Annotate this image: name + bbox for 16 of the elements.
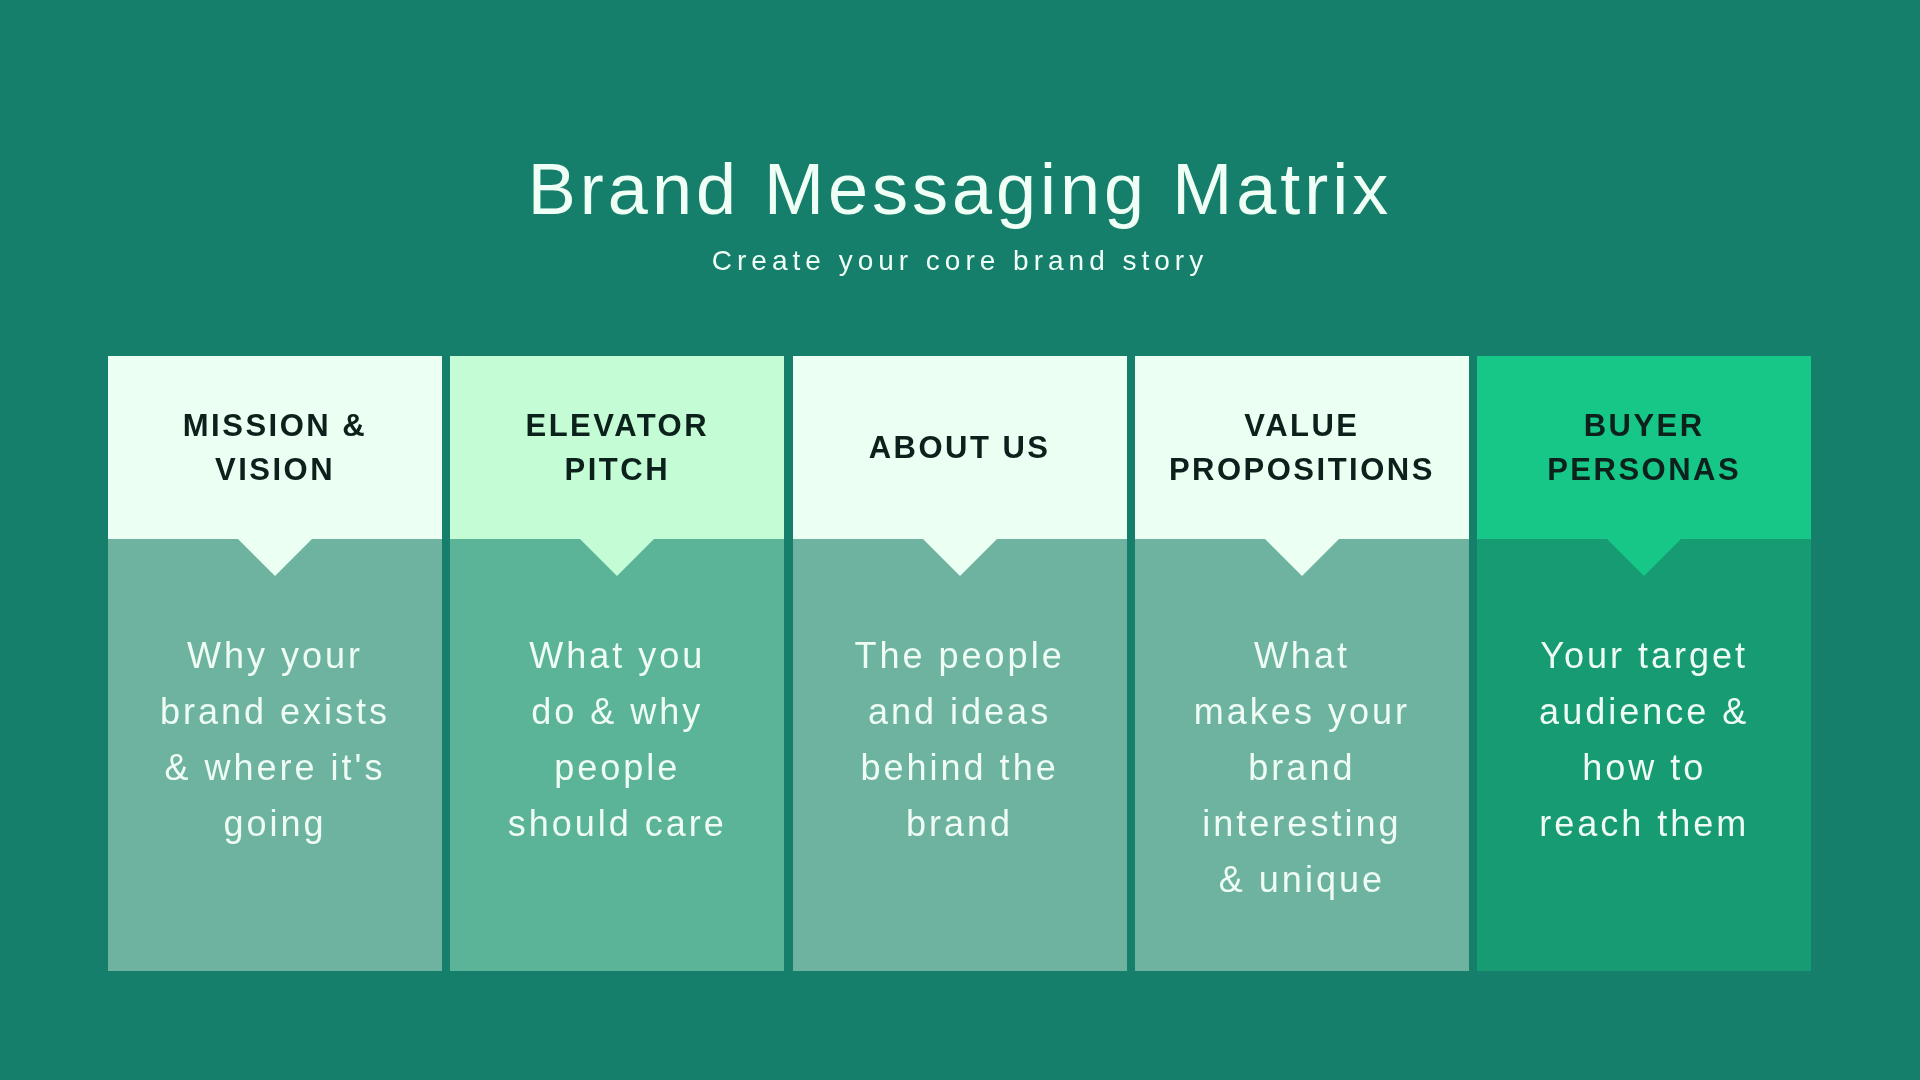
column-description: The people and ideas behind the brand (853, 634, 1066, 846)
column-description: What you do & why people should care (506, 634, 728, 846)
column-heading: ELEVATOR PITCH (524, 406, 711, 489)
matrix-column (792, 356, 1127, 971)
column-description: Why your brand exists & where it's going (158, 634, 392, 846)
matrix-column (450, 356, 785, 971)
matrix-column (1134, 356, 1469, 971)
subtitle: Create your core brand story (711, 247, 1209, 275)
column-heading: BUYER PERSONAS (1546, 406, 1743, 489)
matrix-column (1477, 356, 1812, 971)
column-description: Your target audience & how to reach them (1538, 634, 1751, 846)
column-description: What makes your brand interesting & unique (1192, 634, 1411, 902)
column-heading: MISSION & VISION (181, 406, 369, 489)
matrix-column (108, 356, 442, 971)
column-heading: ABOUT US (868, 428, 1051, 467)
column-heading: VALUE PROPOSITIONS (1167, 406, 1436, 489)
